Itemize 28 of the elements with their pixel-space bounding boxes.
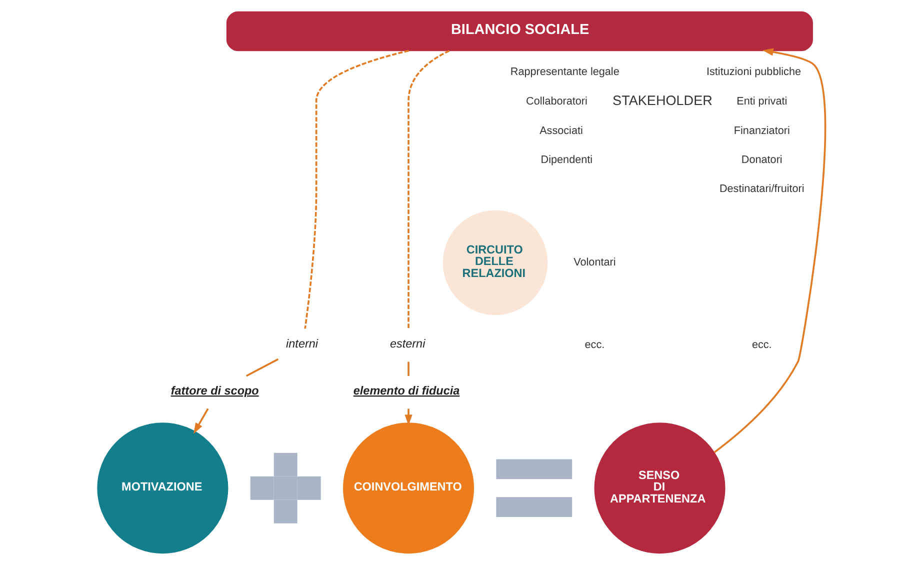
connector: [304, 50, 408, 329]
arrow: [404, 408, 412, 426]
node-text: elemento di fiducia: [352, 384, 460, 398]
node-text: esterni: [389, 337, 425, 350]
label: Donatori: [740, 154, 782, 166]
label: Rappresentante legale: [510, 66, 619, 78]
label: STAKEHOLDER: [612, 92, 712, 108]
node-text: interni: [286, 337, 318, 350]
label: Enti privati: [736, 96, 787, 108]
node-text: fattore di scopo: [170, 384, 258, 398]
label: Dipendenti: [540, 154, 592, 166]
node-circle: SENSO DI APPARTENENZA: [594, 422, 725, 554]
label: Istituzioni pubbliche: [706, 66, 801, 78]
label: Associati: [539, 124, 582, 137]
node-circle: CIRCUITO DELLE RELAZIONI: [442, 210, 548, 316]
node-box: BILANCIO SOCIALE: [226, 11, 812, 52]
connector: [407, 362, 409, 376]
label: ecc.: [584, 339, 604, 352]
connector: [245, 358, 278, 377]
label: Collaboratori: [526, 96, 587, 108]
label: Destinatari/fruitori: [718, 182, 804, 195]
label: Volontari: [573, 256, 616, 268]
arrow: [192, 408, 208, 434]
node-circle: COINVOLGIMENTO: [342, 422, 474, 554]
connector: [407, 50, 450, 329]
label: Finanziatori: [733, 124, 790, 137]
arrow: [713, 48, 826, 454]
label: ecc.: [751, 339, 772, 352]
